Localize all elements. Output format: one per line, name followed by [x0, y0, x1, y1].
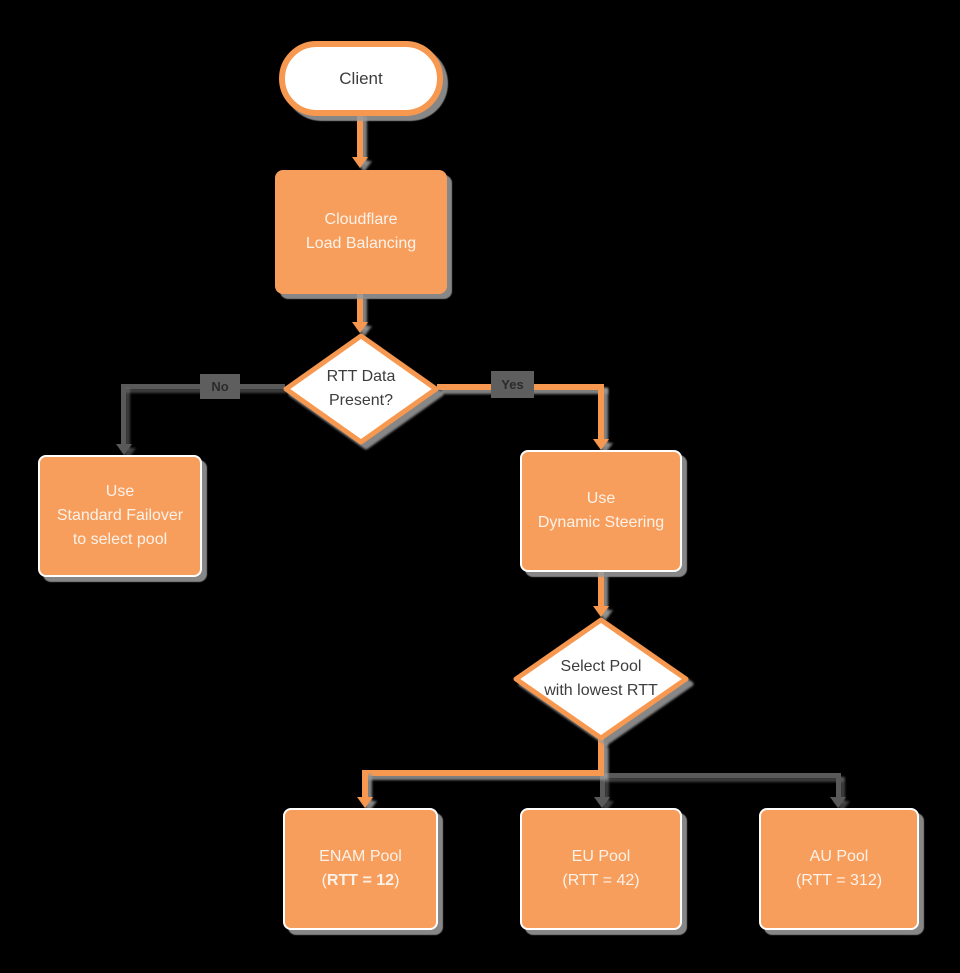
node-enam-pool-rtt: (RTT = 12) [321, 872, 400, 889]
node-standard-failover: Use Standard Failover to select pool [38, 455, 202, 577]
connector-enam-vertical-2 [362, 770, 368, 800]
connector-au-horizontal [600, 773, 840, 778]
connector-enam-vertical-1 [598, 739, 604, 773]
arrowhead-down-icon [357, 797, 373, 808]
arrowhead-down-icon [593, 606, 609, 617]
arrowhead-down-icon [352, 322, 368, 333]
node-load-balancing-line1: Cloudflare [324, 211, 398, 228]
decision-rtt-text: RTT Data Present? [326, 368, 396, 409]
edge-label-no: No [200, 374, 240, 399]
node-load-balancing-line2: Load Balancing [305, 235, 417, 252]
node-client-label: Client [339, 68, 383, 88]
connector-ds-to-select [598, 572, 604, 612]
arrowhead-down-icon [352, 157, 368, 168]
node-client: Client [279, 41, 443, 116]
decision-select-pool: Select Pool with lowest RTT [513, 617, 689, 741]
connector-yes-branch-vertical [598, 384, 604, 442]
arrowhead-down-icon [594, 797, 610, 808]
node-au-pool: AU Pool (RTT = 312) [759, 808, 919, 930]
arrowhead-down-icon [116, 444, 132, 455]
node-dynamic-steering: Use Dynamic Steering [520, 450, 682, 572]
diamond-shape [513, 617, 689, 741]
edge-label-yes: Yes [491, 371, 534, 398]
node-eu-pool: EU Pool (RTT = 42) [520, 808, 682, 930]
decision-rtt-data-present: RTT Data Present? [283, 333, 439, 445]
node-enam-pool: ENAM Pool (RTT = 12) [283, 808, 438, 930]
arrowhead-down-icon [830, 797, 846, 808]
connector-enam-horizontal [362, 770, 604, 776]
node-load-balancing: Cloudflare Load Balancing [275, 170, 447, 294]
diamond-shape [283, 333, 439, 445]
decision-select-pool-text: Select Pool with lowest RTT [544, 658, 658, 699]
connector-no-branch-vertical [121, 384, 126, 446]
connector-au-vertical [836, 773, 841, 799]
connector-client-to-lb [357, 112, 363, 160]
connector-lb-to-rtt [357, 294, 363, 326]
arrowhead-down-icon [593, 439, 609, 450]
